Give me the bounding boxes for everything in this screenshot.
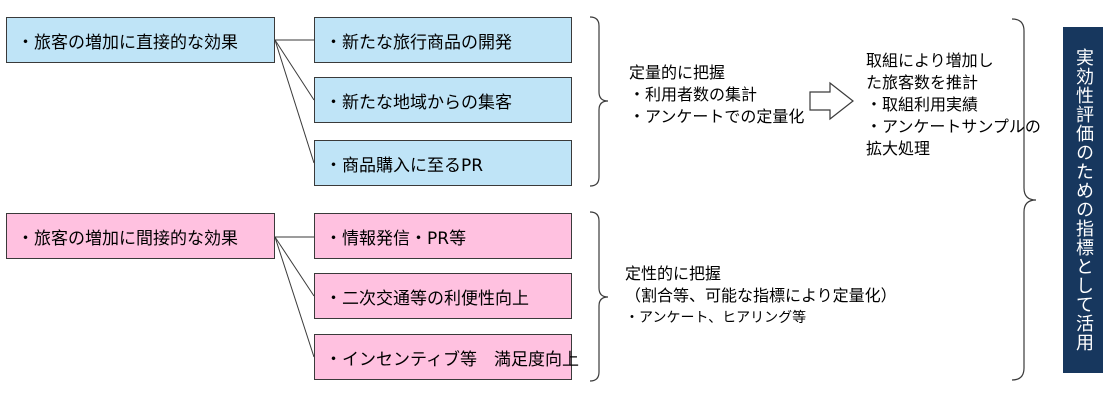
estimate-line-4: ・アンケートサンプルの xyxy=(866,117,1041,136)
conclusion-box: 実効性評価のための指標として活用 xyxy=(1063,27,1103,373)
quantitative-block: 定量的に把握 ・利用者数の集計 ・アンケートでの定量化 xyxy=(629,62,804,128)
right-arrow-icon xyxy=(809,81,854,121)
indirect-effect-item-1: ・情報発信・PR等 xyxy=(314,213,572,259)
connector-indirect-3 xyxy=(274,236,315,358)
indirect-effect-item-3: ・インセンティブ等 満足度向上 xyxy=(314,334,579,380)
qualitative-sub: （割合等、可能な指標により定量化） xyxy=(625,286,897,305)
direct-effect-root: ・旅客の増加に直接的な効果 xyxy=(6,17,275,63)
estimate-line-1: 取組により増加し xyxy=(866,51,994,70)
estimate-line-3: ・取組利用実績 xyxy=(866,95,979,114)
indirect-effect-item-2: ・二次交通等の利便性向上 xyxy=(314,273,572,319)
qualitative-item-1: ・アンケート、ヒアリング等 xyxy=(625,310,807,326)
quantitative-item-2: ・アンケートでの定量化 xyxy=(629,107,805,126)
qualitative-heading: 定性的に把握 xyxy=(625,264,722,283)
estimate-line-5: 拡大処理 xyxy=(866,139,931,158)
qualitative-block: 定性的に把握 （割合等、可能な指標により定量化） ・アンケート、ヒアリング等 xyxy=(625,263,897,329)
direct-effect-item-1: ・新たな旅行商品の開発 xyxy=(314,17,572,63)
connector-direct-2 xyxy=(274,39,315,101)
conclusion-text: 実効性評価のための指標として活用 xyxy=(1073,48,1094,352)
estimate-line-2: た旅客数を推計 xyxy=(866,73,979,92)
bracket-indirect xyxy=(589,211,609,382)
estimate-block: 取組により増加し た旅客数を推計 ・取組利用実績 ・アンケートサンプルの 拡大処… xyxy=(866,50,1041,160)
connector-direct-3 xyxy=(274,39,315,164)
bracket-summary xyxy=(1011,18,1037,381)
direct-effect-item-3: ・商品購入に至るPR xyxy=(314,140,572,186)
indirect-effect-root: ・旅客の増加に間接的な効果 xyxy=(6,213,275,259)
bracket-direct xyxy=(589,16,609,187)
quantitative-heading: 定量的に把握 xyxy=(629,63,726,82)
connector-indirect-2 xyxy=(274,236,315,297)
direct-effect-item-2: ・新たな地域からの集客 xyxy=(314,77,572,123)
quantitative-item-1: ・利用者数の集計 xyxy=(629,85,758,104)
